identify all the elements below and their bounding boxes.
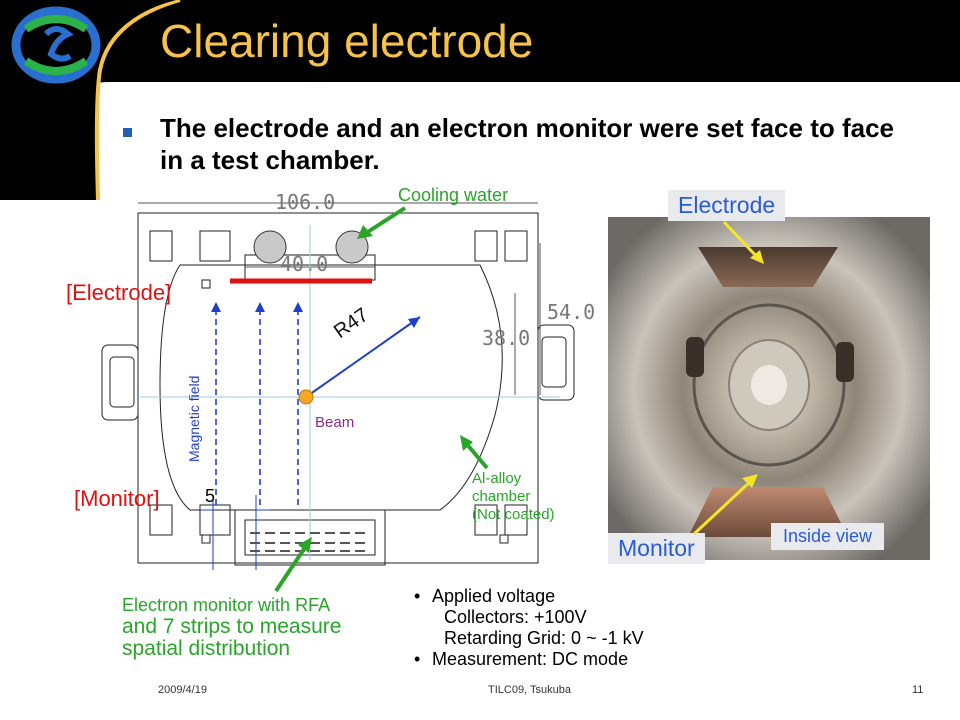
monitor-description: Electron monitor with RFA and 7 strips t…	[122, 594, 341, 660]
kek-logo	[11, 6, 101, 84]
info-block: •Applied voltage Collectors: +100V Retar…	[414, 586, 644, 670]
monitor-tag: [Monitor]	[74, 486, 160, 511]
footer-page: 11	[912, 684, 924, 696]
info-sub-2: Retarding Grid: 0 ~ -1 kV	[444, 628, 644, 648]
chamber-note-line3: (Not coated)	[472, 506, 555, 523]
info-item-1: •Applied voltage	[414, 586, 556, 606]
slide-title: Clearing electrode	[160, 15, 534, 67]
inside-view-photo	[608, 217, 930, 560]
monitor-photo-arrow	[692, 474, 758, 536]
monitor-photo-label: Monitor	[608, 533, 705, 564]
inside-view-label: Inside view	[771, 523, 885, 550]
info-line1: Applied voltage	[432, 586, 556, 606]
beam-label: Beam	[315, 414, 355, 431]
monitor-desc-line3: spatial distribution	[122, 637, 291, 660]
monitor-arrow	[274, 537, 312, 593]
info-sub-1: Collectors: +100V	[444, 607, 587, 627]
cooling-water-label: Cooling water	[398, 185, 509, 205]
info-item-2: •Measurement: DC mode	[414, 649, 629, 669]
magnetic-field-label: Magnetic field	[186, 375, 202, 462]
chamber-note-line1: Al-alloy	[472, 470, 522, 487]
chamber-drawing: 106.0 40.0 54.0 38.0	[101, 190, 595, 570]
header-decoration	[0, 0, 960, 140]
gap-label: 5	[205, 486, 216, 506]
header-curve	[0, 0, 181, 201]
dim-height-outer: 54.0	[547, 300, 595, 324]
dim-width: 106.0	[275, 190, 335, 214]
monitor-desc-line1: Electron monitor with RFA	[122, 595, 331, 615]
bullet-marker	[123, 128, 132, 137]
main-bullet-text: The electrode and an electron monitor we…	[160, 113, 894, 175]
electrode-tag: [Electrode]	[66, 280, 172, 305]
footer-venue: TILC09, Tsukuba	[488, 684, 571, 696]
electrode-photo-label: Electrode	[668, 190, 786, 221]
info-line4: Measurement: DC mode	[432, 649, 629, 669]
dim-electrode: 40.0	[280, 252, 328, 276]
dim-height-inner: 38.0	[482, 326, 530, 350]
footer-date: 2009/4/19	[158, 684, 207, 696]
electrode-photo-arrow	[722, 220, 764, 264]
monitor-desc-line2: and 7 strips to measure	[122, 615, 342, 638]
chamber-note-line2: chamber	[472, 488, 531, 505]
chamber-note: Al-alloy chamber (Not coated)	[472, 470, 555, 524]
chamber-arrow	[460, 435, 489, 470]
cooling-water-arrow	[357, 206, 407, 239]
